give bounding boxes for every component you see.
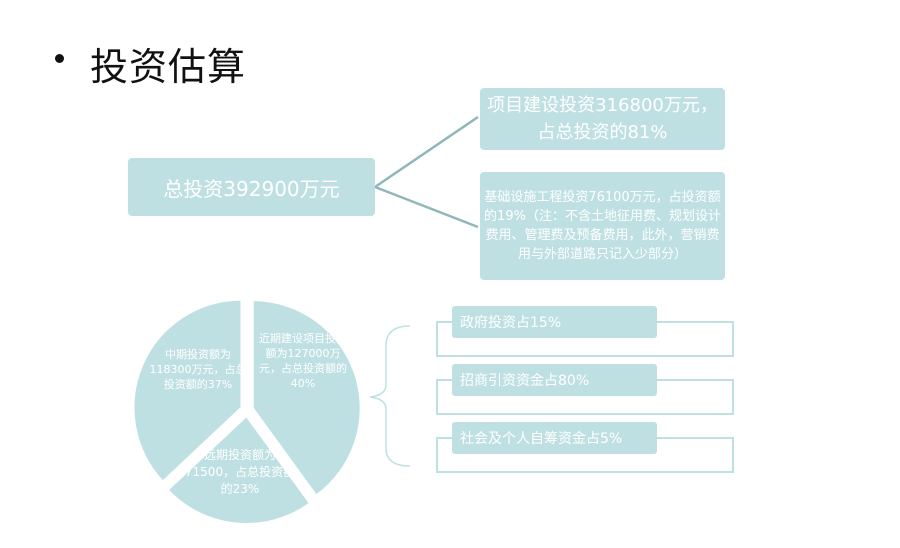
pie-slice-near-term	[251, 299, 362, 497]
page-title: 投资估算	[90, 45, 247, 89]
total-investment-box: 总投资392900万元	[128, 158, 375, 216]
title-bullet	[55, 54, 64, 63]
pie-slice-long-term	[166, 414, 312, 525]
funding-item-government: 政府投资占15%	[452, 306, 657, 338]
infrastructure-investment-box: 基础设施工程投资76100万元，占投资额的19%（注：不含土地征用费、规划设计费…	[480, 172, 725, 280]
project-investment-box: 项目建设投资316800万元，占总投资的81%	[480, 88, 725, 150]
funding-brace	[369, 325, 411, 467]
connector-to-infrastructure	[374, 185, 479, 229]
connector-lines	[374, 115, 479, 229]
pie-label-mid-term: 中期投资额为118300万元，占总投资额的37%	[149, 348, 247, 391]
pie-slice-mid-term	[132, 298, 243, 483]
connector-to-project	[374, 115, 479, 189]
pie-label-near-term: 近期建设项目投资额为127000万元，占总投资额的40%	[259, 332, 347, 390]
funding-item-social: 社会及个人自筹资金占5%	[452, 422, 657, 454]
funding-item-investment: 招商引资资金占80%	[452, 364, 657, 396]
pie-label-long-term: 远期投资额为71500，占总投资额的23%	[184, 448, 296, 496]
pie-chart	[132, 298, 362, 525]
